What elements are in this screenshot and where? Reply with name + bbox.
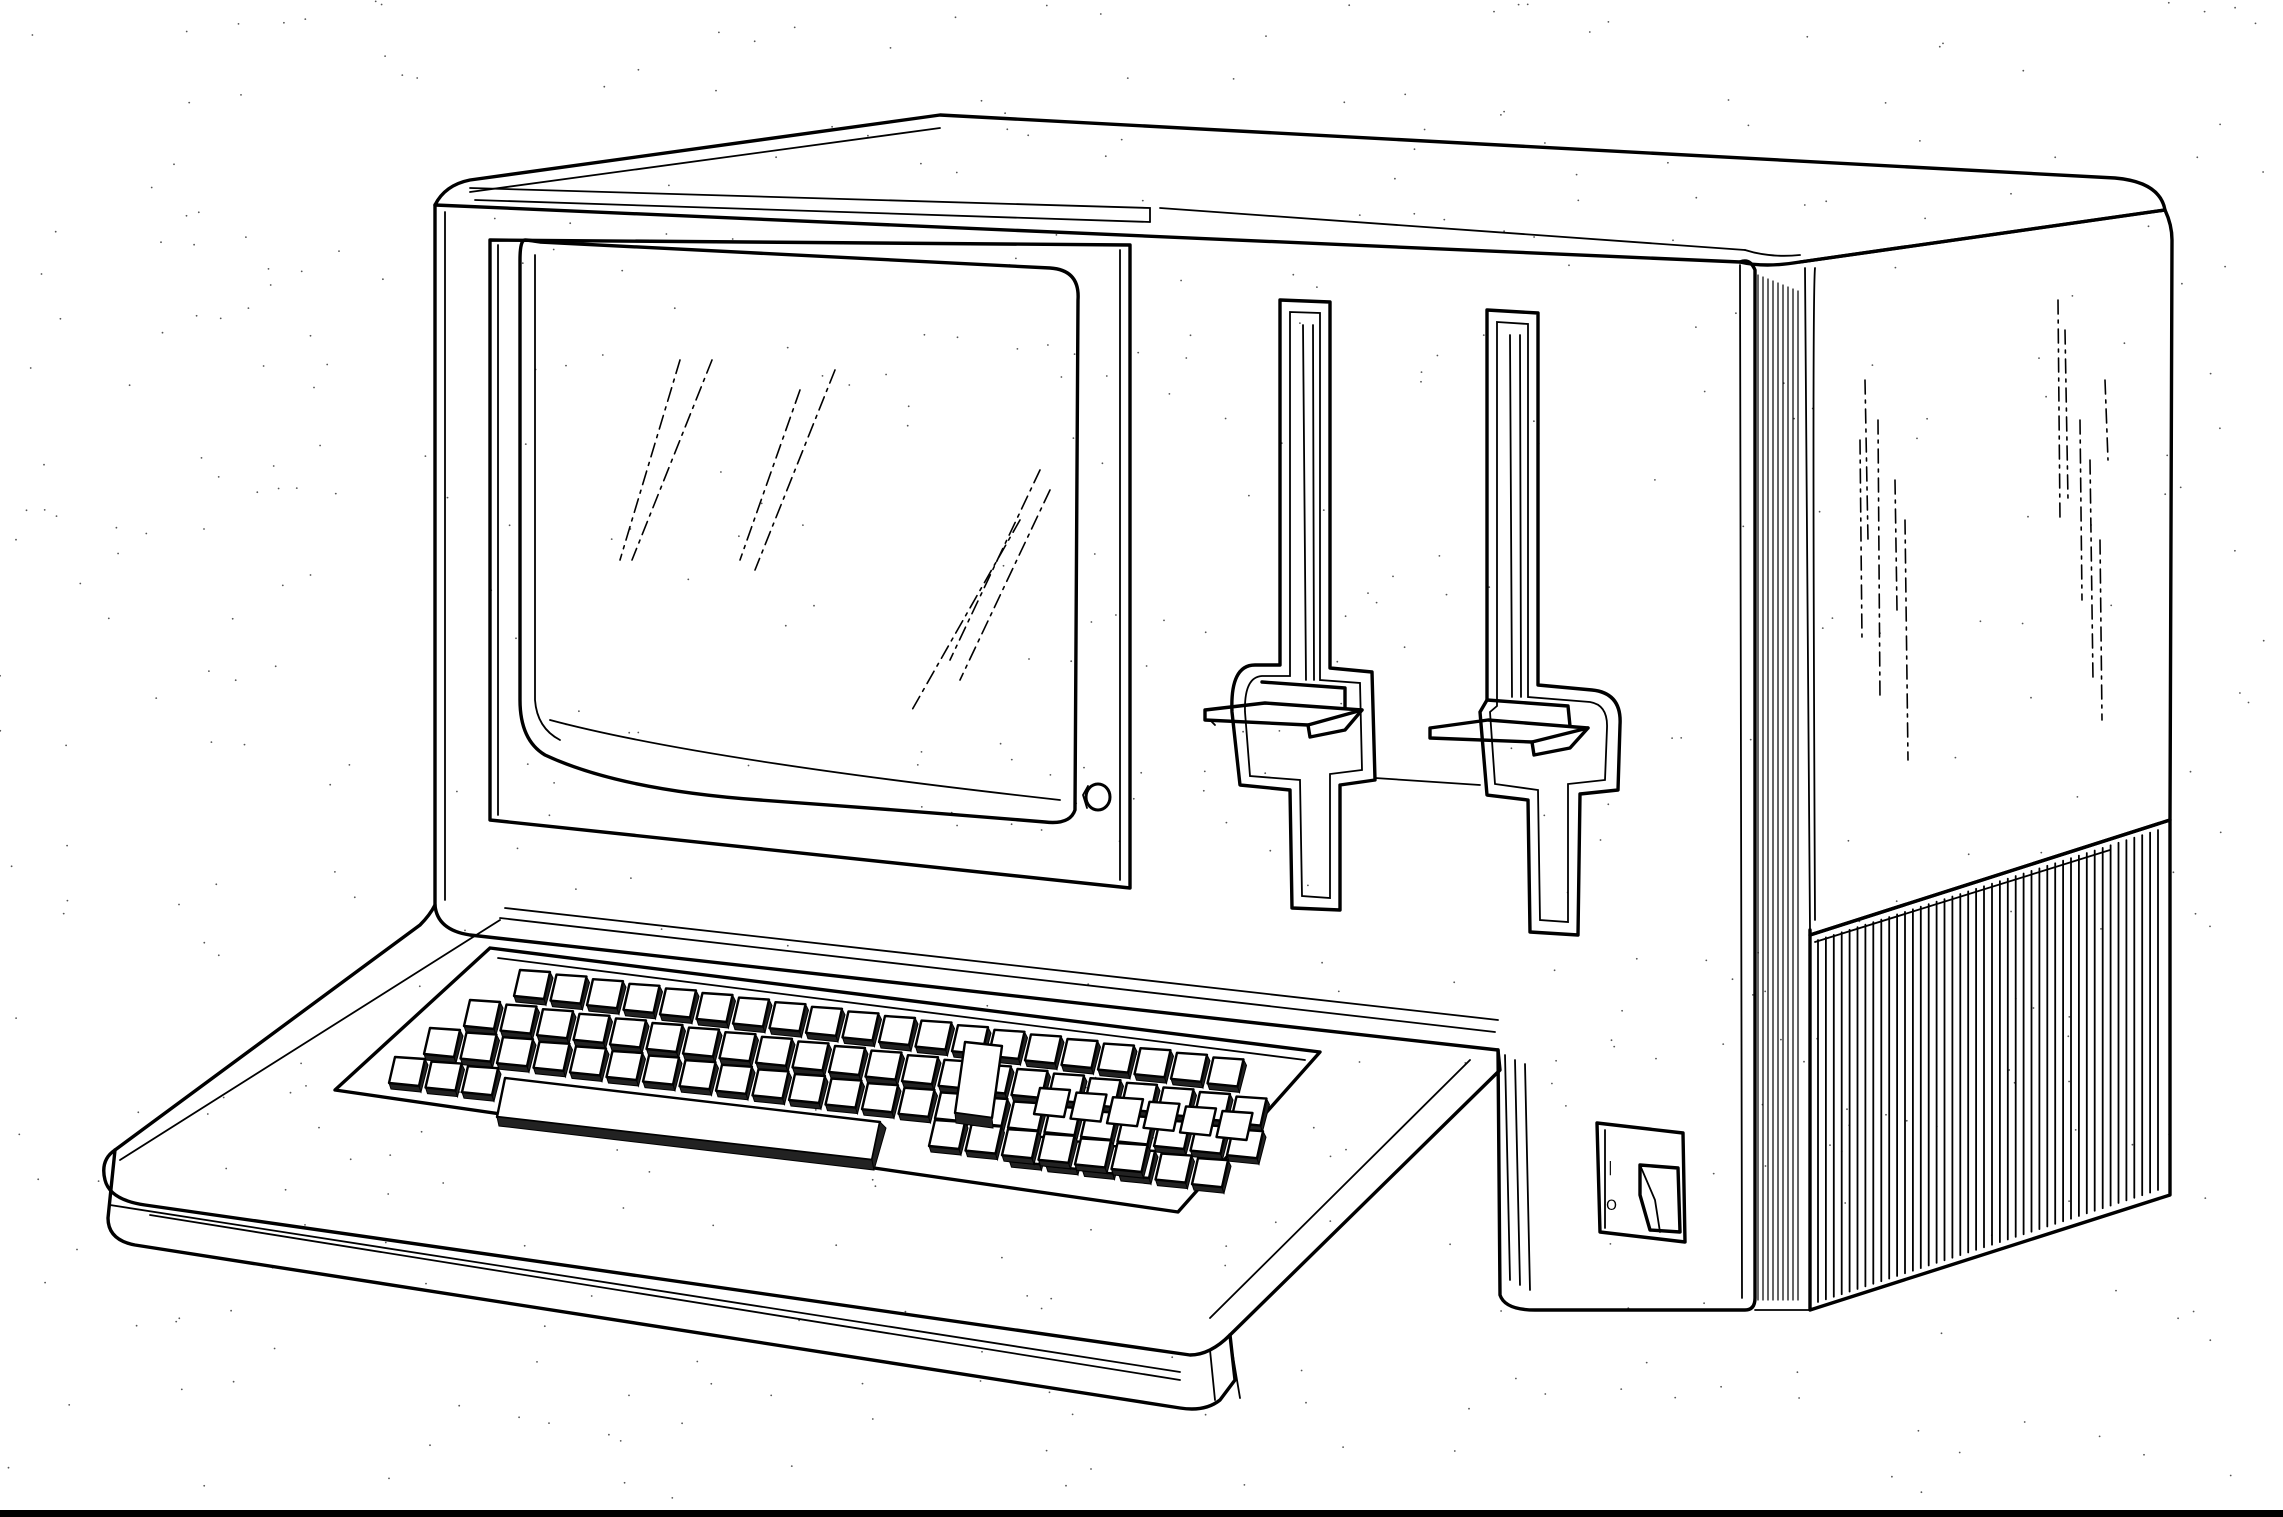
power-on-label: |	[1608, 1160, 1613, 1176]
front-side-edge-ribs	[1757, 274, 1799, 1301]
keyboard-well	[333, 946, 1322, 1214]
display-screen	[518, 238, 1080, 825]
drive-lever-left	[1203, 701, 1364, 727]
enter-key	[953, 1040, 1004, 1129]
side-vent-block	[1808, 818, 2172, 1312]
cabinet-top	[433, 113, 2167, 267]
keyboard-keys	[387, 968, 1271, 1195]
display-bezel	[488, 238, 1132, 890]
power-rocker	[1638, 1163, 1682, 1234]
disk-drive-right	[1428, 308, 1622, 937]
disk-drive-left	[1203, 298, 1377, 912]
cabinet	[433, 113, 2174, 1312]
power-off-label: O	[1606, 1198, 1617, 1214]
side-panel-reflection	[1859, 299, 2109, 761]
drive-lever-right	[1428, 718, 1590, 744]
cabinet-side-panel	[1798, 208, 2174, 937]
drive-separator-line	[1374, 777, 1481, 786]
spacebar-key	[495, 1076, 887, 1171]
keyboard-deck	[102, 903, 1531, 1411]
side-vent-ribs	[1817, 829, 2159, 1303]
power-switch: | O	[1595, 1121, 1687, 1244]
cabinet-front-face	[433, 203, 1757, 1312]
brightness-knob-icon	[1082, 782, 1112, 812]
bottom-border	[0, 1510, 2283, 1517]
